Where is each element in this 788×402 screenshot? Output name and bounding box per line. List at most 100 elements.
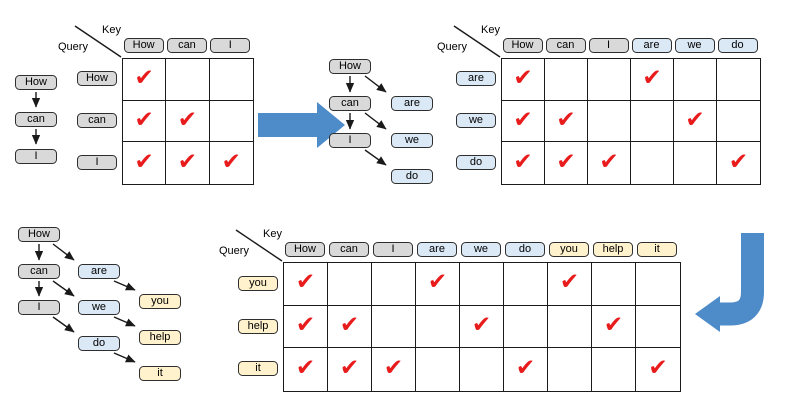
token-chip-i: I bbox=[329, 133, 371, 148]
attention-cell-do-how: ✔ bbox=[502, 142, 545, 185]
attention-cell-help-it bbox=[636, 306, 680, 349]
arrow-how-are bbox=[52, 243, 75, 261]
key-query-divider bbox=[74, 25, 122, 58]
key-token-chip-it: it bbox=[637, 242, 677, 257]
query-label: Query bbox=[58, 41, 88, 53]
arrow-are-you bbox=[113, 280, 136, 291]
attention-cell-are-do bbox=[717, 59, 760, 101]
attention-cell-help-do bbox=[504, 305, 548, 349]
attention-cell-we-how: ✔ bbox=[502, 100, 545, 143]
key-token-chip-can: can bbox=[329, 242, 369, 257]
check-icon: ✔ bbox=[427, 269, 448, 296]
arrow-how-are bbox=[364, 75, 387, 93]
attention-cell-are-how: ✔ bbox=[502, 59, 545, 101]
check-icon: ✔ bbox=[295, 269, 316, 296]
check-icon: ✔ bbox=[556, 148, 576, 175]
attention-cell-it-you bbox=[548, 348, 592, 392]
key-token-chip-are: are bbox=[417, 242, 457, 257]
token-chip-we: we bbox=[78, 300, 120, 315]
attention-cell-how-how: ✔ bbox=[123, 59, 167, 101]
attention-cell-help-are bbox=[416, 305, 460, 349]
attention-cell-you-are: ✔ bbox=[416, 263, 460, 306]
attention-cell-can-can: ✔ bbox=[166, 100, 210, 143]
check-icon: ✔ bbox=[339, 312, 360, 339]
key-token-chip-can: can bbox=[545, 38, 586, 53]
attention-grid: ✔✔✔✔✔✔✔✔✔ bbox=[501, 58, 761, 186]
attention-cell-i-i: ✔ bbox=[210, 142, 253, 184]
query-token-chip-do: do bbox=[456, 154, 496, 170]
token-chip-how: How bbox=[18, 227, 60, 242]
arrow-do-it bbox=[113, 352, 136, 363]
key-query-corner: Key Query bbox=[437, 24, 501, 58]
token-chip-it: it bbox=[139, 366, 181, 381]
query-token-chip-it: it bbox=[238, 361, 278, 377]
attention-cell-are-we bbox=[674, 59, 717, 101]
attention-cell-you-it bbox=[636, 263, 680, 306]
check-icon: ✔ bbox=[515, 355, 536, 382]
attention-cell-it-are bbox=[416, 348, 460, 392]
attention-cell-i-can: ✔ bbox=[166, 142, 210, 185]
key-token-chip-do: do bbox=[505, 242, 545, 257]
key-token-chip-how: How bbox=[123, 38, 164, 53]
attention-cell-help-we: ✔ bbox=[460, 305, 504, 349]
token-chip-can: can bbox=[329, 96, 371, 111]
check-icon: ✔ bbox=[603, 312, 624, 339]
stage2-token-tree: How can I are we do bbox=[329, 59, 439, 189]
attention-cell-help-how: ✔ bbox=[284, 305, 328, 349]
attention-cell-help-can: ✔ bbox=[328, 305, 372, 349]
attention-cell-i-how: ✔ bbox=[123, 142, 167, 185]
attention-cell-you-you: ✔ bbox=[548, 263, 592, 306]
key-token-chip-we: we bbox=[461, 242, 501, 257]
token-chip-how: How bbox=[15, 75, 57, 90]
key-token-chip-i: I bbox=[588, 38, 629, 53]
key-label: Key bbox=[102, 24, 121, 36]
attention-cell-are-are: ✔ bbox=[631, 59, 674, 101]
attention-cell-do-i: ✔ bbox=[588, 142, 631, 185]
attention-cell-can-i bbox=[209, 101, 253, 143]
check-icon: ✔ bbox=[339, 355, 360, 382]
key-token-chip-help: help bbox=[593, 242, 633, 257]
check-icon: ✔ bbox=[513, 106, 533, 133]
check-icon: ✔ bbox=[295, 312, 316, 339]
attention-cell-how-can bbox=[166, 59, 210, 101]
check-icon: ✔ bbox=[383, 355, 404, 382]
attention-grid: ✔✔✔✔✔✔ bbox=[122, 58, 254, 186]
check-icon: ✔ bbox=[177, 106, 198, 133]
attention-cell-help-i bbox=[372, 305, 416, 349]
check-icon: ✔ bbox=[513, 148, 533, 175]
key-query-divider bbox=[235, 229, 283, 262]
attention-cell-you-i bbox=[372, 263, 416, 306]
token-chip-i: I bbox=[15, 149, 57, 164]
attention-cell-can-how: ✔ bbox=[123, 100, 167, 143]
attention-cell-do-can: ✔ bbox=[545, 142, 588, 185]
key-token-chip-i: I bbox=[210, 38, 251, 53]
attention-cell-we-are bbox=[631, 100, 674, 143]
check-icon: ✔ bbox=[648, 355, 668, 382]
check-icon: ✔ bbox=[685, 106, 705, 133]
check-icon: ✔ bbox=[599, 148, 619, 175]
arrow-can-we bbox=[52, 280, 75, 297]
query-token-chip-how: How bbox=[77, 71, 117, 87]
token-chip-we: we bbox=[391, 133, 433, 148]
attention-cell-you-how: ✔ bbox=[284, 263, 328, 306]
check-icon: ✔ bbox=[471, 312, 492, 339]
check-icon: ✔ bbox=[177, 148, 198, 175]
attention-cell-you-can bbox=[328, 263, 372, 306]
stage1-token-sequence: How can I bbox=[15, 74, 75, 169]
attention-cell-it-we bbox=[460, 348, 504, 392]
tree-arrows bbox=[345, 75, 387, 166]
attention-cell-help-help: ✔ bbox=[592, 305, 636, 349]
key-token-chip-can: can bbox=[166, 38, 207, 53]
attention-cell-we-can: ✔ bbox=[545, 100, 588, 143]
token-chip-do: do bbox=[391, 169, 433, 184]
stage3-token-tree: How can I are we do you help it bbox=[18, 226, 188, 386]
attention-cell-are-can bbox=[545, 59, 588, 101]
attention-cell-it-i: ✔ bbox=[372, 348, 416, 392]
arrow-can-we bbox=[364, 112, 387, 130]
query-label: Query bbox=[219, 245, 249, 257]
attention-cell-it-do: ✔ bbox=[504, 348, 548, 392]
